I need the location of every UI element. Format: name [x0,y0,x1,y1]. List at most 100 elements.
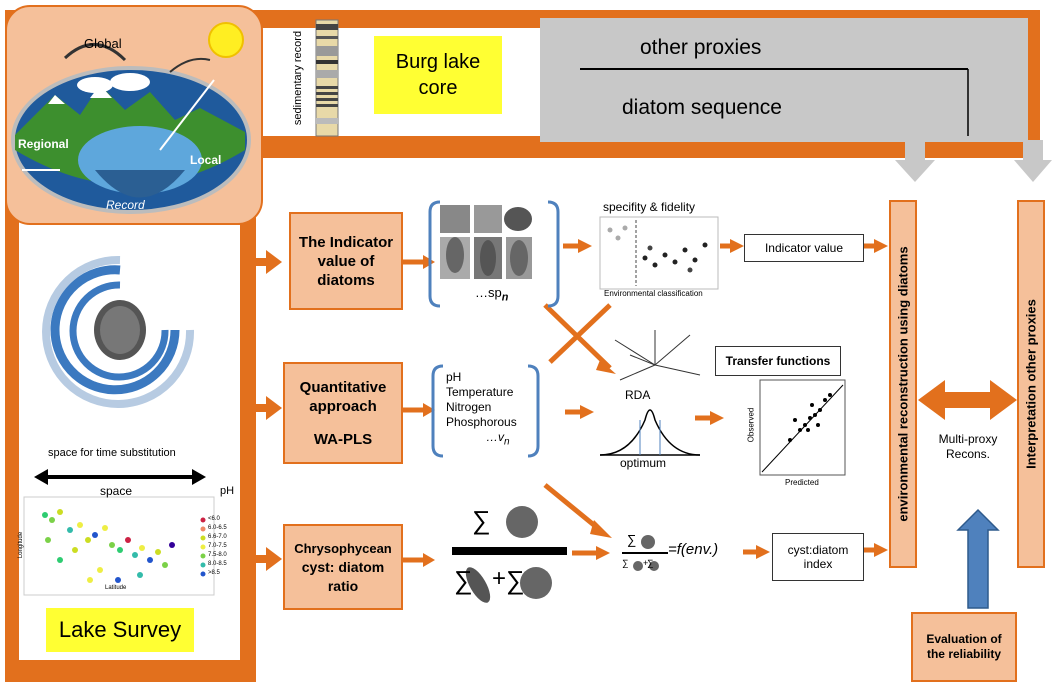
specifity-scatter [599,216,719,290]
ph-class: 7.0-7.5 [208,543,227,549]
env-reconstruction-box: environmental reconstruction using diato… [889,200,917,568]
lake-survey-label: Lake Survey [46,608,194,652]
sun-arrow [169,57,211,73]
global-arrow [63,43,127,62]
env-reconstruction-label: environmental reconstruction using diato… [895,246,911,522]
sum-symbol-small-right: ∑ [647,558,654,568]
env-bracket-left [431,364,444,458]
proxies-panel [540,18,1028,142]
predicted-label: Predicted [785,478,819,487]
ph-class: 7.5-8.0 [208,552,227,558]
formula-label: =f(env.) [668,541,719,558]
sum-symbol-right: ∑ [506,565,525,595]
survey-circle-figure [42,255,195,408]
cloud-1 [77,77,113,93]
cyst-ratio-line: cyst: diatom ratio [301,558,385,594]
env-var: pH [446,370,462,384]
indicator-value-box: The Indicator value of diatoms [289,212,403,310]
bottom-orange-bar [5,660,255,682]
survey-ylabel-wrap: Longitude [14,530,28,560]
burg-lake-line: Burg lake [395,51,481,73]
sum-symbol-small-top: ∑ [627,532,637,547]
quantitative-approach-box: Quantitative approach WA-PLS [283,362,403,464]
fraction-bar [452,547,567,555]
survey-ylabel: Longitude [18,531,24,559]
cyst-images [465,506,659,603]
multi-proxy-label: Multi-proxy Recons. [938,432,998,461]
survey-arrows [256,250,282,571]
env-bracket-right [527,364,540,458]
diatom-sequence-label: diatom sequence [622,96,782,119]
core-line: core [418,77,458,99]
env-var-subscript: n [504,436,510,448]
indicator-value-output: Indicator value [744,234,864,262]
env-var-last: …v [486,430,504,444]
ph-class: 8.0-8.5 [208,561,227,567]
ph-legend-list: <6.0 6.0-6.5 6.6-7.0 7.0-7.5 7.5-8.0 8.0… [208,515,227,578]
plus-symbol-small: + [643,558,649,568]
rda-plot [614,330,701,381]
transfer-scatter [759,379,846,476]
survey-scatter-points [42,509,175,583]
chryso-line: Chrysophycean [294,540,392,556]
record-label: Record [106,198,145,212]
plus-symbol: + [492,565,507,592]
species-label: …spn [475,285,508,304]
chrysophycean-box: Chrysophycean cyst: diatom ratio [283,524,403,610]
sedimentary-record-text: sedimentary record [292,30,304,126]
space-label: space [100,484,133,498]
ph-class: 6.6-7.0 [208,534,227,540]
burg-lake-core-label: Burg lake core [374,36,502,114]
sediment-layers [316,24,338,124]
rda-label: RDA [625,388,651,402]
ph-class: <6.0 [208,516,220,522]
species-bracket-left [428,200,441,308]
quantitative-line: Quantitative approach [299,378,387,415]
other-proxies-label: other proxies [640,36,762,59]
global-label: Global [84,36,122,51]
flow-arrows [403,239,888,567]
env-var: Phosphorous [446,415,517,429]
species-subscript: n [501,291,509,304]
env-class-label: Environmental classification [604,289,703,298]
sum-symbol-top: ∑ [472,505,491,535]
ph-legend-title: pH [220,485,235,497]
gray-arrow-right [1014,140,1052,182]
lake-basin [95,170,185,198]
right-orange-edge [1028,10,1040,158]
env-vars-list: pH Temperature Nitrogen Phosphorous …vn [446,370,517,449]
space-for-time-label: space for time substitution [48,447,176,459]
specifity-label: specifity & fidelity [603,200,696,214]
sun-icon [208,22,244,58]
cyst-index-output: cyst:diatom index [772,533,864,581]
species-bracket-right [547,200,560,308]
ph-class: 6.0-6.5 [208,525,227,531]
survey-xlabel: Latitude [105,585,127,591]
multi-proxy-arrow [918,380,1017,420]
sum-symbol-small-left: ∑ [622,558,629,568]
env-var: Nitrogen [446,400,492,414]
interpretation-label: Interpretation other proxies [1023,299,1039,469]
transfer-functions-output: Transfer functions [715,346,841,376]
diatom-images [440,205,532,279]
interpretation-box: Interpretation other proxies [1017,200,1045,568]
sum-symbol-left: ∑ [454,565,473,595]
local-arrow [159,79,215,151]
species-text: …sp [475,285,502,300]
evaluation-box: Evaluation of the reliability [911,612,1017,682]
cloud-2 [110,73,150,91]
env-var: Temperature [446,385,514,399]
ph-legend-swatches [200,517,206,577]
observed-label-wrap: Observed [744,407,758,443]
ph-class: >8.5 [208,570,220,576]
survey-orange-divider [240,215,256,682]
regional-label: Regional [18,137,69,151]
optimum-label: optimum [620,456,667,470]
sedimentary-record-label: sedimentary record [283,28,313,128]
local-label: Local [190,153,222,167]
optimum-curve [599,409,701,456]
gray-arrow-left [895,140,935,182]
wa-pls-line: WA-PLS [313,430,373,448]
evaluation-arrow [956,508,1000,609]
observed-label: Observed [746,407,756,443]
